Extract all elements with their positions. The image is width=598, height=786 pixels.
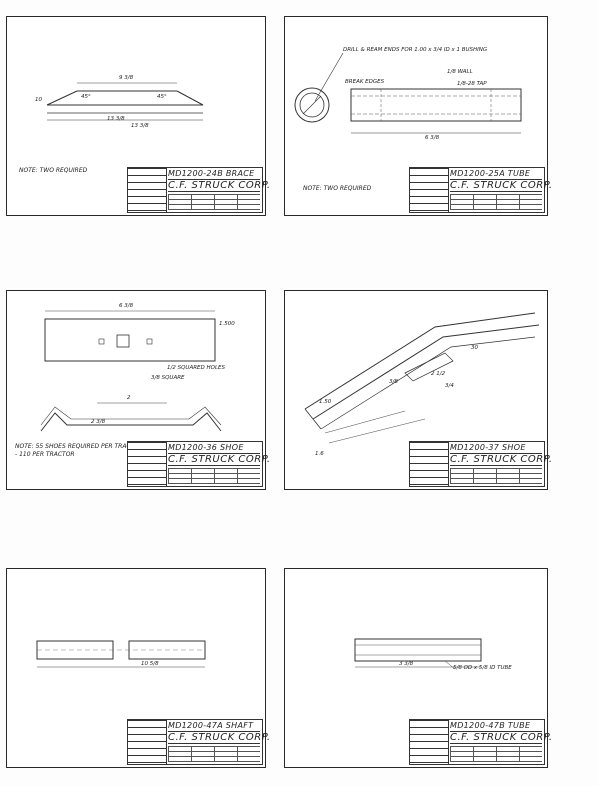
brace-angle-right: 45° xyxy=(157,94,167,100)
shoe-36-dim-side: 2 3/8 xyxy=(91,419,106,425)
title-block: MD1200-47B TUBE C.F. STRUCK CORP. xyxy=(409,719,553,765)
brace-drawing xyxy=(46,82,204,121)
brace-dim-overall: 13 3/8 xyxy=(131,123,149,129)
company-name: C.F. STRUCK CORP. xyxy=(450,731,553,744)
tube-callout-tap: 1/8-28 TAP xyxy=(457,81,487,87)
tube-callout-break: BREAK EDGES xyxy=(345,79,385,85)
title-block: MD1200-36 SHOE C.F. STRUCK CORP. xyxy=(127,441,271,487)
tube-47b-drawing xyxy=(354,638,482,670)
part-number: MD1200-36 SHOE xyxy=(168,443,244,452)
drawing-sheet-tube-47b: 3 3/8 5/8 OD x 5/8 ID TUBE MD1200-47B TU… xyxy=(284,568,553,768)
shoe-37-callout-d: 30 xyxy=(471,345,478,351)
brace-angle-left: 45° xyxy=(81,94,91,100)
tube-47b-callout: 5/8 OD x 5/8 ID TUBE xyxy=(453,665,512,671)
drawing-sheet-shoe-36: 6 3/8 1/2 SQUARED HOLES 3/8 SQUARE 2 2 3… xyxy=(6,290,271,490)
tube-callout-wall: 1/8 WALL xyxy=(447,69,473,75)
part-number: MD1200-25A TUBE xyxy=(450,169,531,178)
tube-47b-dim-length: 3 3/8 xyxy=(399,661,414,667)
shoe-37-callout-e: 1.50 xyxy=(319,399,332,405)
drawing-sheet-shoe-37: 3/8 2 1/2 3/4 30 1.50 1.6 MD1200-37 SHOE… xyxy=(284,290,553,490)
company-name: C.F. STRUCK CORP. xyxy=(168,453,271,466)
part-number: MD1200-37 SHOE xyxy=(450,443,526,452)
brace-dim-top: 9 3/8 xyxy=(119,75,134,81)
shoe-36-holes: 1/2 SQUARED HOLES xyxy=(167,365,225,371)
shoe-37-callout-b: 2 1/2 xyxy=(431,371,446,377)
part-number: MD1200-47A SHAFT xyxy=(168,721,254,730)
drawing-sheet-brace: 9 3/8 10 45° 45° 13 3/8 13 3/8 NOTE: TWO… xyxy=(6,16,271,216)
shoe-36-note: NOTE: 55 SHOES REQUIRED PER TRACK - 110 … xyxy=(15,443,135,458)
tube-dim-length: 6 3/8 xyxy=(425,135,440,141)
shaft-dim-length: 10 5/8 xyxy=(141,661,159,667)
brace-dim-bottom: 13 3/8 xyxy=(107,116,125,122)
shoe-36-dim-length: 6 3/8 xyxy=(119,303,134,309)
brace-dim-height: 10 xyxy=(35,97,42,103)
drawing-sheet-tube-25a: DRILL & REAM ENDS FOR 1.00 x 3/4 ID x 1 … xyxy=(284,16,553,216)
company-name: C.F. STRUCK CORP. xyxy=(450,179,553,192)
company-name: C.F. STRUCK CORP. xyxy=(450,453,553,466)
title-block: MD1200-47A SHAFT C.F. STRUCK CORP. xyxy=(127,719,271,765)
shoe-36-square: 3/8 SQUARE xyxy=(151,375,185,381)
title-block: MD1200-24B BRACE C.F. STRUCK CORP. xyxy=(127,167,271,213)
title-block: MD1200-37 SHOE C.F. STRUCK CORP. xyxy=(409,441,553,487)
shoe-37-drawing xyxy=(304,312,540,444)
part-number: MD1200-47B TUBE xyxy=(450,721,531,730)
title-block: MD1200-25A TUBE C.F. STRUCK CORP. xyxy=(409,167,553,213)
shoe-36-dim-width: 1.500 xyxy=(219,321,235,327)
part-number: MD1200-24B BRACE xyxy=(168,169,255,178)
shaft-drawing xyxy=(36,640,206,668)
tube-drawing xyxy=(294,52,522,134)
shoe-37-callout-f: 1.6 xyxy=(315,451,324,457)
shoe-36-drawing xyxy=(40,310,222,432)
company-name: C.F. STRUCK CORP. xyxy=(168,731,271,744)
shoe-36-dim-2: 2 xyxy=(127,395,131,401)
tube-note: NOTE: TWO REQUIRED xyxy=(303,185,372,192)
shoe-37-callout-a: 3/8 xyxy=(389,379,398,385)
company-name: C.F. STRUCK CORP. xyxy=(168,179,271,192)
tube-callout-drill: DRILL & REAM ENDS FOR 1.00 x 3/4 ID x 1 … xyxy=(343,47,488,53)
brace-note: NOTE: TWO REQUIRED xyxy=(19,167,88,174)
shoe-37-callout-c: 3/4 xyxy=(445,383,454,389)
drawing-sheet-shaft: 10 5/8 MD1200-47A SHAFT C.F. STRUCK CORP… xyxy=(6,568,271,768)
